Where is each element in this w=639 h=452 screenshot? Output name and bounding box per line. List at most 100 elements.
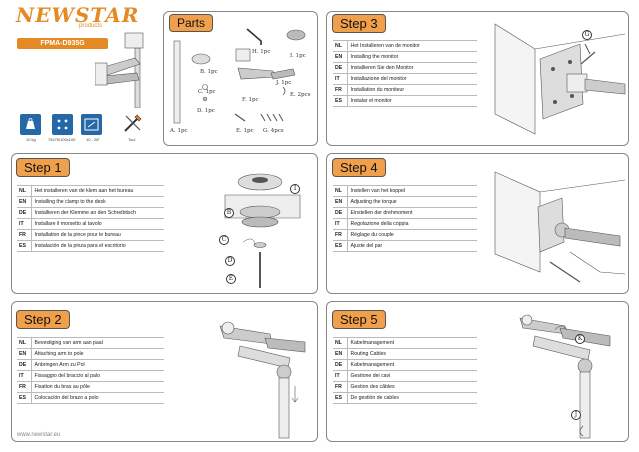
lang-code: ES [333, 240, 347, 252]
step4-illustration [494, 171, 626, 283]
lang-code: IT [17, 370, 31, 382]
part-label-f: F. 1pc [242, 97, 259, 103]
lang-code: IT [333, 370, 347, 382]
brand-logo: NEWSTAR products [16, 3, 140, 29]
spec-label-tool: Tool [128, 137, 136, 142]
lang-code: EN [333, 348, 347, 360]
instruction-text: Gestione dei cavi [346, 370, 477, 382]
instruction-text: Installation du moniteur [346, 84, 477, 96]
instruction-text: Fissaggio del braccio al palo [30, 370, 164, 382]
model-number: FPMA-D935G [17, 38, 108, 49]
lang-code: NL [333, 337, 347, 349]
instruction-text: Instalar el monitor [346, 95, 477, 107]
instruction-text: Het installeren van de klem aan het bure… [30, 185, 164, 197]
weight-icon [20, 114, 41, 135]
callout-j: J [571, 410, 581, 420]
instruction-text: Kabelmanagement [346, 359, 477, 371]
step2-illustration [219, 321, 306, 439]
part-label-b: B. 1pc [200, 69, 218, 75]
part-label-c: C. 1pc [198, 89, 216, 95]
step5-illustration [519, 314, 611, 439]
instruction-text: Kabelmanagement [346, 337, 477, 349]
lang-code: NL [17, 337, 31, 349]
lang-code: IT [17, 218, 31, 230]
lang-code: NL [333, 40, 347, 52]
spec-label-vesa: 75x75/100x100 [48, 137, 76, 142]
instruction-text: Installare il morsetto al tavolo [30, 218, 164, 230]
part-label-d: D. 1pc [197, 108, 215, 114]
vesa-icon [52, 114, 73, 135]
callout-e: E [226, 274, 236, 284]
logo-text: NEWSTAR [16, 3, 140, 27]
lang-code: DE [333, 207, 347, 219]
lang-code: ES [17, 392, 31, 404]
part-label-h: H. 1pc [252, 49, 271, 55]
step1-illustration [224, 173, 301, 288]
instruction-text: De gestión de cables [346, 392, 477, 404]
instruction-text: Instalación de la pinza para el escritor… [30, 240, 164, 252]
lang-code: EN [333, 196, 347, 208]
lang-code: DE [17, 359, 31, 371]
part-label-e2: E. 2pcs [290, 92, 311, 98]
lang-code: EN [333, 51, 347, 63]
instruction-text: Ajuste del par [346, 240, 477, 252]
lang-code: DE [333, 359, 347, 371]
lang-code: FR [17, 229, 31, 241]
footer-url: www.newstar.eu [17, 432, 61, 438]
lang-code: FR [17, 381, 31, 393]
instruction-text: Anbringen Arm zu Pol [30, 359, 164, 371]
callout-c: C [219, 235, 229, 245]
instruction-text: Fixation du bras au pôle [30, 381, 164, 393]
instruction-text: Adjusting the torque [346, 196, 477, 208]
instruction-text: Gestion des câbles [346, 381, 477, 393]
logo-subtext: products [78, 23, 102, 29]
product-illustration [95, 32, 144, 108]
instruction-text: Attaching arm to pole [30, 348, 164, 360]
tilt-icon [81, 114, 102, 135]
spec-label-size: 10 - 28" [86, 137, 100, 142]
instruction-text: Installing the monitor [346, 51, 477, 63]
instruction-text: Colocación del brazo a polo [30, 392, 164, 404]
instruction-text: Regolazione della coppia [346, 218, 477, 230]
instruction-text: Installazione del monitor [346, 73, 477, 85]
tools-icon [122, 112, 144, 134]
lang-code: DE [333, 62, 347, 74]
callout-g: G [582, 30, 592, 40]
instruction-text: Réglage du couple [346, 229, 477, 241]
step2-title: Step 2 [16, 310, 70, 329]
part-label-g: G. 4pcs [263, 128, 284, 134]
part-label-a: A. 1pc [170, 128, 188, 134]
step3-title: Step 3 [332, 14, 386, 33]
part-label-j: J. 1pc [276, 80, 292, 86]
lang-code: ES [333, 95, 347, 107]
lang-code: NL [17, 185, 31, 197]
parts-title: Parts [169, 14, 214, 32]
part-label-e1: E. 1pc [236, 128, 254, 134]
lang-code: FR [333, 381, 347, 393]
lang-code: EN [17, 348, 31, 360]
lang-code: IT [333, 73, 347, 85]
callout-b: B [224, 208, 234, 218]
instruction-text: Installation de la pince pour le bureau [30, 229, 164, 241]
step4-title: Step 4 [332, 158, 386, 177]
step5-title: Step 5 [332, 310, 386, 329]
lang-code: FR [333, 229, 347, 241]
instruction-text: Installing the clamp to the desk [30, 196, 164, 208]
callout-d: D [225, 256, 235, 266]
instruction-text: Het Installeren van de monitor [346, 40, 477, 52]
step1-title: Step 1 [16, 158, 70, 177]
spec-label-weight: 10 kg [26, 137, 36, 142]
instruction-text: Instellen van het koppel [346, 185, 477, 197]
callout-i: I [290, 184, 300, 194]
parts-illustration [173, 28, 306, 124]
lang-code: NL [333, 185, 347, 197]
lang-code: DE [17, 207, 31, 219]
lang-code: IT [333, 218, 347, 230]
instruction-text: Routing Cables [346, 348, 477, 360]
instruction-text: Bevestiging van arm aan paal [30, 337, 164, 349]
instruction-text: Installieren Sie den Monitor [346, 62, 477, 74]
